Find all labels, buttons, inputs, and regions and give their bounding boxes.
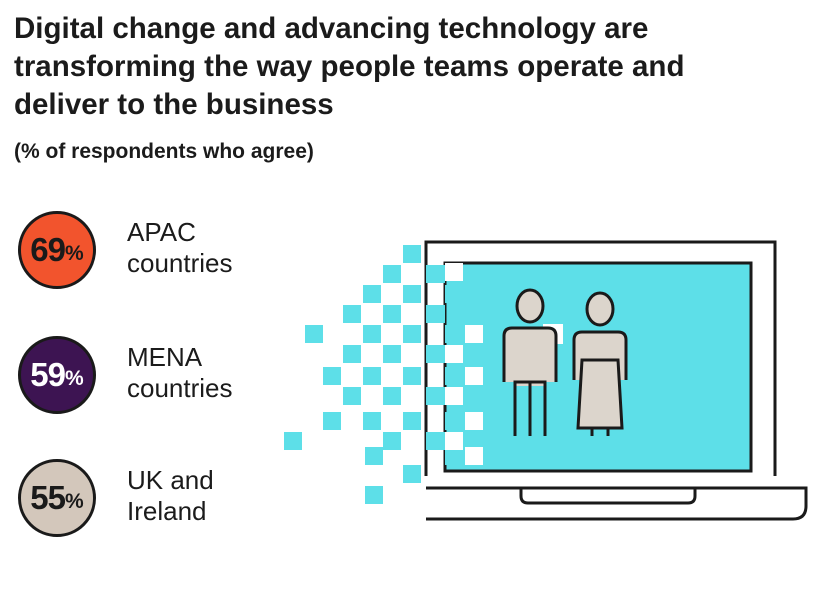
percentage-badge: 69 %: [18, 211, 96, 289]
region-label-line: APAC: [127, 217, 196, 247]
region-label-line: UK and: [127, 465, 214, 495]
chart-title-line: transforming the way people teams operat…: [14, 50, 685, 83]
region-label-line: Ireland: [127, 496, 207, 526]
region-label-line: countries: [127, 248, 233, 278]
percent-sign: %: [65, 242, 84, 265]
chart-title: Digital change and advancing technology …: [14, 10, 814, 124]
pixel-dissolve-icon: [284, 245, 483, 504]
region-label: UK and Ireland: [127, 465, 214, 527]
percentage-badge: 59 %: [18, 336, 96, 414]
stat-row-uk-ireland: 55 % UK and Ireland: [18, 459, 318, 549]
percentage-value: 69: [30, 231, 66, 268]
chart-subtitle: (% of respondents who agree): [14, 140, 314, 163]
woman-icon: [572, 291, 628, 436]
percentage-value: 59: [30, 356, 66, 393]
percent-sign: %: [65, 490, 84, 513]
chart-title-line: deliver to the business: [14, 88, 334, 121]
percentage-badge: 55 %: [18, 459, 96, 537]
region-label: MENA countries: [127, 342, 233, 404]
region-label-line: countries: [127, 373, 233, 403]
man-icon: [502, 288, 558, 436]
laptop-touchpad: [519, 488, 697, 505]
stat-row-apac: 69 % APAC countries: [18, 211, 318, 301]
stat-row-mena: 59 % MENA countries: [18, 336, 318, 426]
region-label: APAC countries: [127, 217, 233, 279]
percentage-value: 55: [30, 479, 66, 516]
percent-sign: %: [65, 367, 84, 390]
region-label-line: MENA: [127, 342, 203, 372]
chart-title-line: Digital change and advancing technology …: [14, 12, 649, 45]
